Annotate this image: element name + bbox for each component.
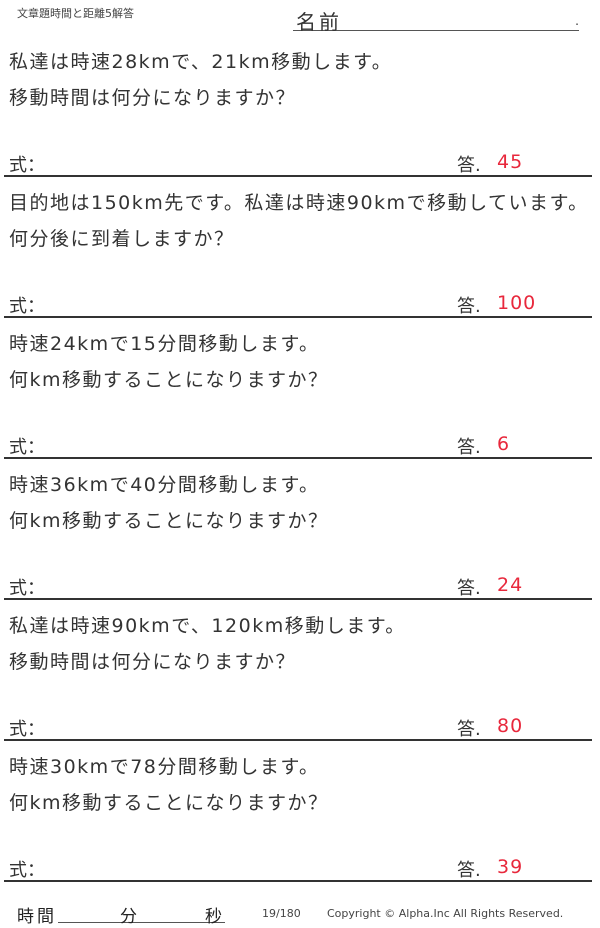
- divider: [4, 316, 592, 318]
- question-line-1: 目的地は150km先です。私達は時速90kmで移動しています。: [9, 192, 589, 214]
- answer-label: 答.: [457, 578, 481, 599]
- problem-5: 私達は時速90kmで、120km移動します。 移動時間は何分になりますか？ 式：…: [0, 611, 600, 752]
- minutes-label: 分: [120, 907, 137, 927]
- copyright: Copyright © Alpha.Inc All Rights Reserve…: [327, 907, 564, 920]
- problem-1: 私達は時速28kmで、21km移動します。 移動時間は何分になりますか？ 式： …: [0, 47, 600, 188]
- answer-label: 答.: [457, 155, 481, 176]
- answer-label: 答.: [457, 437, 481, 458]
- name-field[interactable]: 名前 .: [293, 4, 579, 34]
- problem-3: 時速24kmで15分間移動します。 何km移動することになりますか？ 式： 答.…: [0, 329, 600, 470]
- problem-4: 時速36kmで40分間移動します。 何km移動することになりますか？ 式： 答.…: [0, 470, 600, 611]
- formula-label: 式：: [9, 860, 45, 881]
- question-line-1: 時速36kmで40分間移動します。: [9, 474, 320, 496]
- formula-label: 式：: [9, 719, 45, 740]
- problem-2: 目的地は150km先です。私達は時速90kmで移動しています。 何分後に到着しま…: [0, 188, 600, 329]
- answer-value: 80: [497, 715, 524, 737]
- answer-value: 24: [497, 574, 524, 596]
- name-dot: .: [575, 14, 579, 28]
- seconds-label: 秒: [205, 907, 222, 927]
- answer-value: 45: [497, 151, 524, 173]
- page-number: 19/180: [262, 907, 301, 920]
- formula-label: 式：: [9, 578, 45, 599]
- question-line-1: 時速24kmで15分間移動します。: [9, 333, 320, 355]
- question-line-2: 移動時間は何分になりますか？: [9, 87, 297, 109]
- question-line-1: 時速30kmで78分間移動します。: [9, 756, 320, 778]
- answer-value: 39: [497, 856, 524, 878]
- time-input-line[interactable]: [58, 922, 225, 923]
- question-line-2: 何km移動することになりますか？: [9, 792, 329, 814]
- divider: [4, 175, 592, 177]
- divider: [4, 457, 592, 459]
- worksheet-title: 文章題時間と距離5解答: [17, 7, 134, 20]
- question-line-2: 何km移動することになりますか？: [9, 369, 329, 391]
- time-label: 時間: [17, 907, 57, 927]
- question-line-2: 何分後に到着しますか？: [9, 228, 235, 250]
- divider: [4, 598, 592, 600]
- formula-label: 式：: [9, 296, 45, 317]
- formula-label: 式：: [9, 437, 45, 458]
- question-line-1: 私達は時速28kmで、21km移動します。: [9, 51, 393, 73]
- formula-label: 式：: [9, 155, 45, 176]
- answer-label: 答.: [457, 719, 481, 740]
- problem-6: 時速30kmで78分間移動します。 何km移動することになりますか？ 式： 答.…: [0, 752, 600, 893]
- answer-value: 6: [497, 433, 511, 455]
- question-line-1: 私達は時速90kmで、120km移動します。: [9, 615, 406, 637]
- question-line-2: 何km移動することになりますか？: [9, 510, 329, 532]
- answer-label: 答.: [457, 860, 481, 881]
- question-line-2: 移動時間は何分になりますか？: [9, 651, 297, 673]
- answer-label: 答.: [457, 296, 481, 317]
- footer: 時間 分 秒 19/180 Copyright © Alpha.Inc All …: [0, 898, 600, 928]
- divider: [4, 880, 592, 882]
- divider: [4, 739, 592, 741]
- answer-value: 100: [497, 292, 537, 314]
- name-label: 名前: [296, 10, 342, 34]
